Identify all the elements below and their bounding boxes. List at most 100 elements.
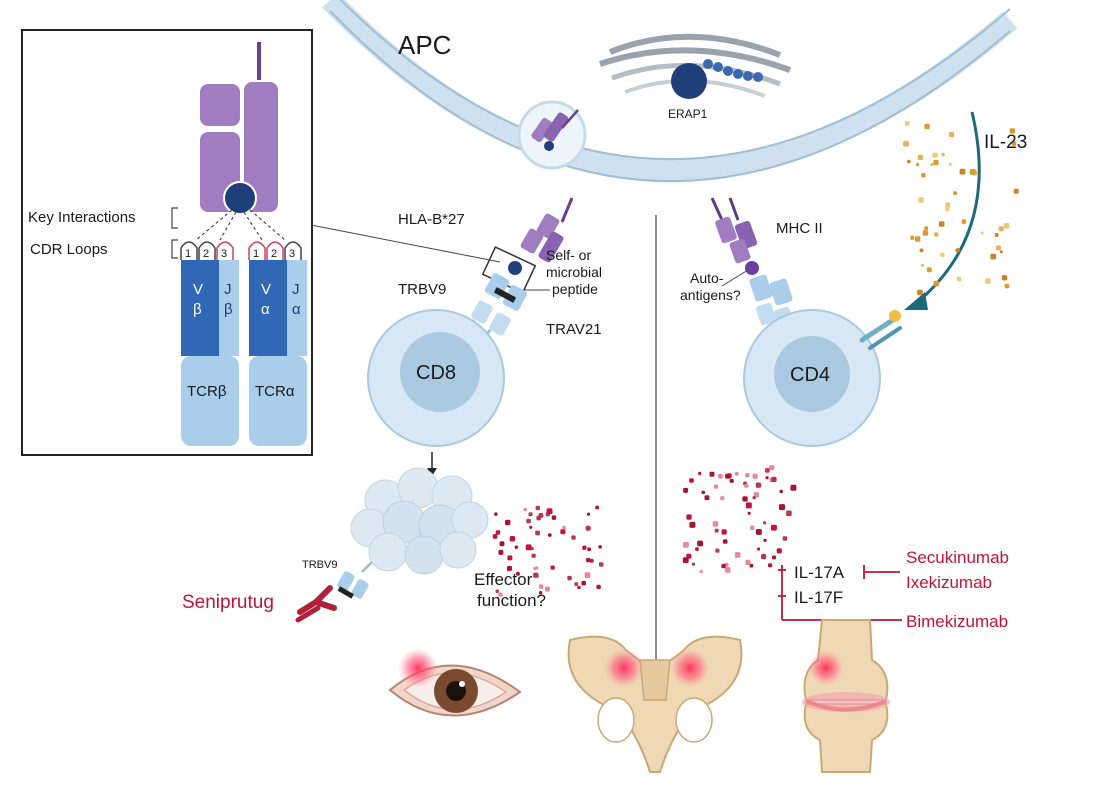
autoantigen-leader	[721, 269, 749, 287]
cytokine-dot	[1004, 283, 1010, 289]
cytokine-dot	[725, 473, 731, 479]
peptide-label-3: peptide	[552, 281, 598, 297]
cytokine-dot	[756, 482, 762, 488]
cytokine-dot	[691, 562, 696, 566]
cytokine-dot	[533, 566, 537, 571]
cytokine-dot	[724, 567, 731, 573]
cytokine-dot	[525, 544, 532, 551]
cytokine-dot	[589, 558, 594, 563]
cytokine-dot	[744, 483, 749, 488]
cytokine-dot	[701, 490, 705, 495]
cytokine-dot	[689, 521, 696, 528]
cytokine-dot	[994, 233, 999, 237]
cytokine-dot	[596, 584, 601, 590]
cd8-label: CD8	[416, 362, 456, 384]
cytokine-dot	[722, 539, 728, 544]
cytokine-dot	[779, 489, 783, 494]
v-beta-top: V	[193, 281, 203, 298]
cytokine-dot	[538, 591, 543, 595]
cytokine-dot	[933, 159, 939, 166]
cytokine-dot	[523, 507, 527, 512]
cytokine-dot	[509, 536, 516, 542]
cytokine-dot	[769, 465, 775, 471]
j-beta-bottom: β	[224, 301, 233, 318]
cytokine-dot	[1001, 275, 1008, 281]
cytokine-dot	[985, 278, 991, 284]
cytokine-dot	[546, 508, 553, 515]
effector-label-2: function?	[477, 591, 546, 610]
cytokine-dot	[765, 476, 769, 480]
cytokine-dot	[980, 231, 984, 235]
trav21-label: TRAV21	[546, 321, 602, 338]
cytokine-dot	[715, 548, 720, 553]
cdr-loop-number-4: 1	[253, 248, 259, 260]
cytokine-dot	[528, 512, 533, 517]
cytokine-dot	[734, 552, 741, 558]
cytokine-dot	[782, 536, 788, 541]
cytokine-dot	[531, 553, 536, 558]
cytokine-dot	[945, 202, 951, 208]
cytokine-dot	[969, 169, 976, 175]
cytokine-dot	[742, 496, 748, 502]
hla-b27-label: HLA-B*27	[398, 211, 465, 228]
cytokine-dot	[933, 280, 940, 287]
autoantigen-label-2: antigens?	[680, 287, 741, 303]
cytokine-dot	[550, 565, 555, 570]
cytokine-dots-cd8	[492, 505, 604, 597]
cytokine-dot	[761, 554, 767, 560]
cd4-cell	[743, 309, 881, 447]
cytokine-dot	[949, 132, 955, 138]
cytokine-dot	[961, 219, 967, 224]
cytokine-dot	[763, 521, 767, 525]
secukinumab-label: Secukinumab	[906, 548, 1009, 567]
cytokine-dot	[683, 542, 689, 548]
cytokine-dot	[959, 168, 966, 175]
v-alpha-bottom: α	[261, 301, 270, 318]
cd8-clone-cluster	[350, 467, 489, 575]
cdr-loop-number-2: 2	[203, 248, 209, 260]
v-beta-bottom: β	[193, 301, 202, 318]
cytokine-dot	[560, 529, 566, 535]
cytokine-dot	[752, 496, 756, 500]
vesicle-icon	[517, 100, 587, 170]
cytokine-dot	[686, 553, 692, 559]
il23-cytokine-dots	[903, 121, 1019, 296]
key-interactions-label: Key Interactions	[28, 209, 136, 226]
apc-label: APC	[398, 30, 451, 60]
cytokine-dot	[910, 235, 915, 240]
tcr-inset-panel	[21, 29, 313, 456]
cytokine-dot	[498, 592, 503, 597]
cytokine-dot	[907, 159, 911, 164]
v-alpha-top: V	[261, 281, 271, 298]
cytokine-dot	[577, 585, 581, 590]
cdr-loop-number-3: 3	[221, 248, 227, 260]
ixekizumab-label: Ixekizumab	[906, 573, 992, 592]
effector-label-1: Effector	[474, 570, 533, 589]
cytokine-dot	[771, 524, 777, 531]
cytokine-dot	[535, 505, 540, 511]
cytokine-dot	[714, 528, 719, 533]
apc-membrane	[322, 0, 1018, 182]
il23-receptor-icon	[859, 310, 902, 350]
cytokine-dot	[768, 563, 773, 568]
cytokine-dot	[1003, 223, 1010, 229]
cytokine-dot	[495, 530, 501, 535]
cytokine-dot	[544, 586, 550, 592]
cytokine-dot	[595, 505, 599, 510]
cytokine-dot	[587, 547, 591, 552]
seniprutug-antibody-icon	[295, 585, 337, 623]
cytokine-dot	[940, 252, 945, 257]
cytokine-dot	[526, 518, 531, 524]
il17a-label: IL-17A	[794, 563, 845, 582]
mhc2-molecule	[710, 197, 759, 275]
cytokine-dot	[494, 512, 498, 516]
cytokine-dot	[571, 535, 576, 540]
cluster-tcr	[337, 561, 373, 599]
cytokine-dot	[586, 557, 591, 563]
j-alpha-top: J	[292, 281, 300, 298]
erap1-icon	[671, 59, 763, 99]
autoantigen-label-1: Auto-	[690, 270, 724, 286]
cytokine-dot	[718, 473, 723, 479]
cytokine-dot	[529, 525, 533, 529]
